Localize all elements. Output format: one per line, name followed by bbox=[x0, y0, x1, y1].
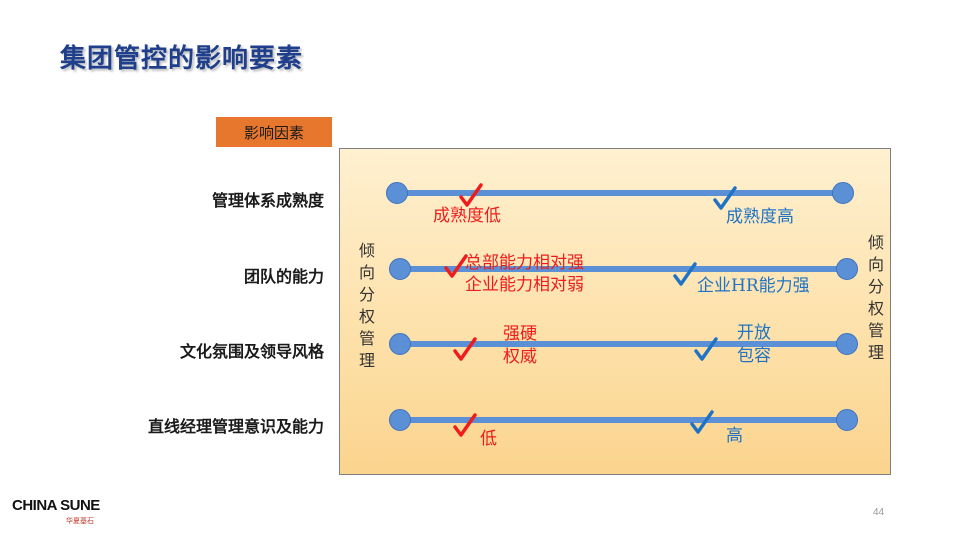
right-annotation: 企业HR能力强 bbox=[697, 276, 810, 296]
right-annotation: 成熟度高 bbox=[726, 207, 794, 227]
spectrum-right-end bbox=[836, 258, 858, 280]
left-vertical-char: 权 bbox=[358, 307, 375, 326]
left-vertical-char: 理 bbox=[358, 351, 375, 370]
right-vertical-char: 分 bbox=[867, 277, 884, 296]
left-annotation: 企业能力相对弱 bbox=[465, 275, 584, 295]
red-check-icon bbox=[459, 183, 483, 209]
factor-label-line-manager: 直线经理管理意识及能力 bbox=[147, 417, 324, 436]
left-vertical-label: 倾 向 分 权 管 理 bbox=[357, 240, 377, 372]
left-annotation: 总部能力相对强 bbox=[465, 253, 584, 273]
page-number: 44 bbox=[873, 507, 885, 518]
spectrum-left-end bbox=[386, 182, 408, 204]
spectrum-left-end bbox=[389, 409, 411, 431]
spectrum-left-end bbox=[389, 258, 411, 280]
left-vertical-char: 倾 bbox=[358, 241, 375, 260]
right-annotation: 高 bbox=[726, 426, 743, 446]
spectrum-right-end bbox=[836, 409, 858, 431]
left-annotation: 成熟度低 bbox=[433, 206, 501, 226]
left-annotation: 低 bbox=[480, 429, 497, 449]
spectrum-panel bbox=[339, 148, 891, 475]
company-logo: CHINA SUNE bbox=[12, 497, 100, 514]
red-check-icon bbox=[444, 254, 468, 280]
left-vertical-char: 向 bbox=[358, 263, 375, 282]
spectrum-right-end bbox=[832, 182, 854, 204]
page-title: 集团管控的影响要素 bbox=[60, 44, 304, 74]
left-vertical-char: 管 bbox=[358, 329, 375, 348]
spectrum-track bbox=[396, 417, 844, 423]
spectrum-track bbox=[396, 190, 844, 196]
blue-check-icon bbox=[690, 410, 714, 436]
right-vertical-char: 倾 bbox=[867, 233, 884, 252]
factor-label-maturity: 管理体系成熟度 bbox=[211, 191, 324, 210]
right-vertical-char: 权 bbox=[867, 299, 884, 318]
spectrum-track bbox=[396, 341, 844, 347]
right-vertical-char: 理 bbox=[867, 343, 884, 362]
right-vertical-char: 管 bbox=[867, 321, 884, 340]
blue-check-icon bbox=[713, 186, 737, 212]
blue-check-icon bbox=[694, 337, 718, 363]
right-vertical-label: 倾 向 分 权 管 理 bbox=[866, 232, 886, 364]
right-vertical-char: 向 bbox=[867, 255, 884, 274]
red-check-icon bbox=[453, 413, 477, 439]
factor-label-culture-leadership: 文化氛围及领导风格 bbox=[179, 342, 324, 361]
factor-label-team-capability: 团队的能力 bbox=[243, 267, 324, 286]
spectrum-track bbox=[396, 266, 844, 272]
right-annotation: 包容 bbox=[737, 346, 771, 366]
red-check-icon bbox=[453, 337, 477, 363]
factor-header: 影响因素 bbox=[216, 117, 332, 147]
blue-check-icon bbox=[673, 262, 697, 288]
left-vertical-char: 分 bbox=[358, 285, 375, 304]
spectrum-right-end bbox=[836, 333, 858, 355]
left-annotation: 强硬 bbox=[503, 324, 537, 344]
left-annotation: 权威 bbox=[503, 347, 537, 367]
right-annotation: 开放 bbox=[737, 323, 771, 343]
spectrum-left-end bbox=[389, 333, 411, 355]
company-logo-subtitle: 华夏基石 bbox=[66, 517, 94, 525]
